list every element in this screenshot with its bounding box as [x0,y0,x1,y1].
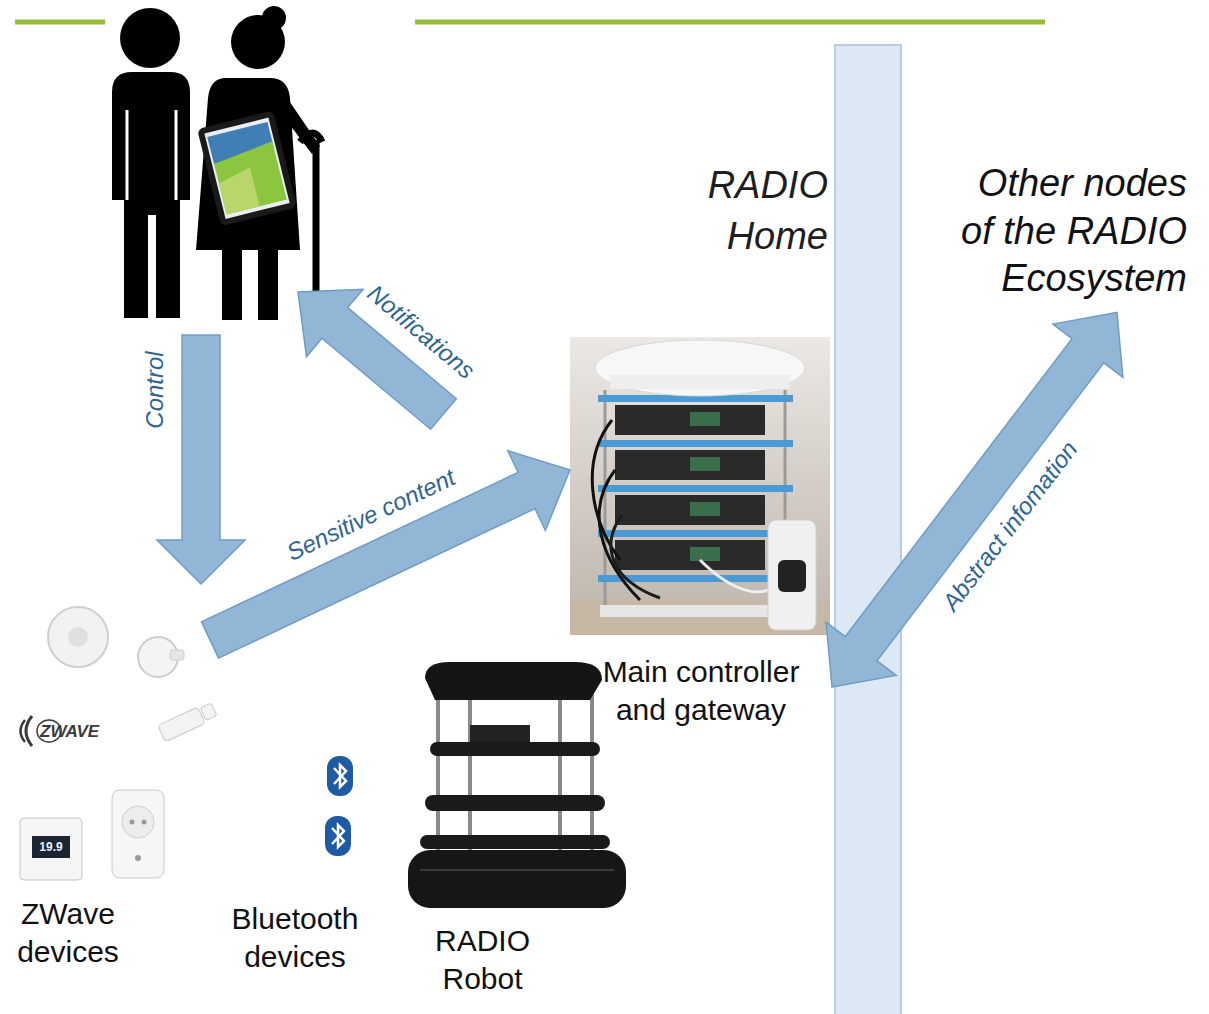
elderly-couple [258,246,278,320]
node-label: Main controller and gateway [585,653,817,728]
elderly-couple [300,133,322,142]
zwave-device-icons [200,703,217,721]
region-label: RADIO Home [698,160,828,263]
bluetooth-icons [334,765,346,787]
zwave-device-icons [26,716,32,746]
robot-figure [420,835,610,849]
controller-node: Main controller and gateway [570,337,832,732]
arrow-label: Control [143,351,167,428]
controller-photo [610,375,790,389]
controller-photo [600,605,795,617]
node-label: Bluetooth devices [215,900,375,975]
robot-figure [430,742,600,756]
zwave-device-icons [158,701,218,742]
control-arrow [157,335,245,584]
node-label: RADIO Robot [413,922,553,997]
robot-figure [470,725,530,743]
robot-node: RADIO Robot [400,660,565,999]
elderly-couple [212,141,287,214]
zwave-device-icons [20,818,82,880]
robot-figure [590,680,594,860]
robot-figure [468,680,472,860]
robot-figure [558,680,562,860]
elderly-couple [127,110,176,200]
zwave-device-icons [170,650,184,660]
controller-photo [700,560,775,592]
boundary-band [835,45,901,1014]
zwave-device-icons [21,720,26,742]
zwave-device-icons [158,707,205,742]
robot-figure [436,680,440,860]
elderly-couple [262,6,286,30]
elderly-couple [217,168,260,215]
controller-photo [592,420,620,560]
elderly-couple [222,246,242,320]
header-rule [15,20,105,25]
logo-text: ZWAVE [40,722,99,742]
controller-photo [595,340,805,396]
control-arrow [157,335,245,584]
robot-figure [420,869,614,871]
controller-photo [690,412,720,426]
device-group-node: Bluetooth devices [215,740,375,979]
header-rule [415,20,1045,25]
controller-photo [615,405,765,435]
zwave-device-icons [142,820,147,825]
zwave-device-icons [112,790,164,878]
zwave-device-icons [32,836,70,858]
robot-figure [425,795,605,811]
controller-photo [690,502,720,516]
bluetooth-icons [325,816,351,856]
controller-photo [615,450,765,480]
ecosystem-node: Other nodes of the RADIO Ecosystem [951,160,1187,313]
elderly-couple [197,110,297,226]
boundary-band [835,45,901,1014]
controller-photo [690,547,720,561]
controller-photo [599,470,640,600]
controller-photo [778,560,806,592]
zwave-device-icons [130,820,135,825]
zwave-device-icons [20,607,218,880]
controller-photo [690,457,720,471]
robot-figure [425,662,602,700]
zwave-device-icons [48,607,108,667]
robot-figure [408,662,626,908]
robot-figure [408,850,626,908]
zwave-device-icons [122,806,154,838]
elderly-couple [112,72,190,318]
node-label: Other nodes of the RADIO Ecosystem [951,160,1187,303]
device-group-node: ZWave devices [10,600,210,974]
elderly-couple [204,118,289,219]
zwave-device-icons [68,627,88,647]
controller-photo [615,540,765,570]
zwave-device-icons [135,855,141,861]
controller-photo [570,337,830,635]
controller-photo [611,515,660,598]
block-arrow [826,313,1123,688]
controller-photo [570,337,830,635]
elderly-couple [120,8,180,68]
block-arrow [202,451,571,658]
controller-photo [598,530,793,537]
bluetooth-icons [327,756,353,796]
elderly-couple [197,110,297,226]
controller-photo [598,440,793,447]
controller-photo [768,520,816,630]
bluetooth-icons [325,756,353,856]
display-reading: 19.9 [39,841,62,853]
controller-photo [598,485,793,492]
controller-photo [615,495,765,525]
node-label: ZWave devices [10,895,126,970]
bluetooth-icons [332,825,344,847]
elderly-couple [112,6,322,322]
